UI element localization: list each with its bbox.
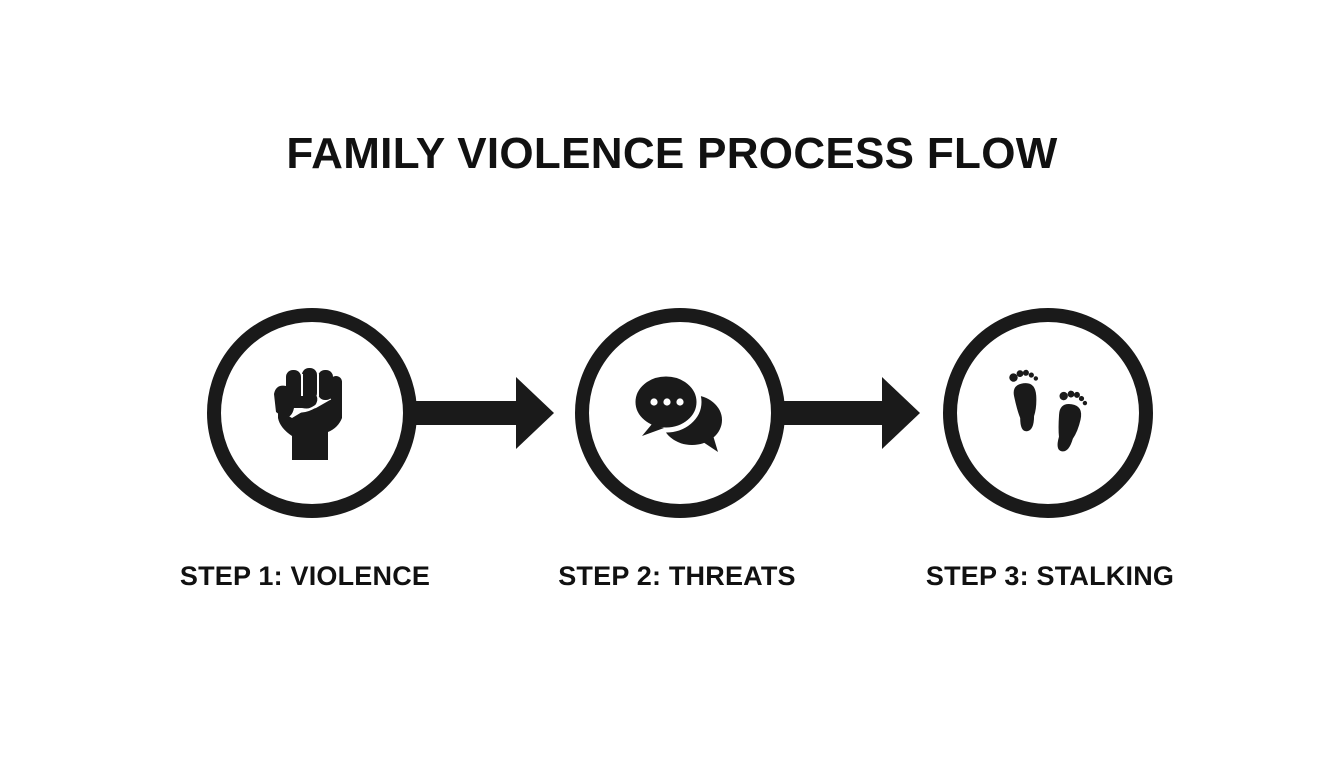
step-3-circle bbox=[943, 308, 1153, 518]
right-footprint bbox=[1057, 390, 1088, 452]
speech-bubbles-icon bbox=[630, 371, 722, 452]
step-3-label: STEP 3: STALKING bbox=[925, 561, 1175, 591]
flow-arrow-1 bbox=[400, 377, 554, 449]
step-3-node bbox=[943, 308, 1153, 518]
flow-arrow-2 bbox=[770, 377, 920, 449]
raised-fist-icon bbox=[274, 368, 342, 460]
step-2-label: STEP 2: THREATS bbox=[558, 561, 796, 591]
footprints-icon bbox=[1009, 369, 1088, 452]
step-1-label: STEP 1: VIOLENCE bbox=[179, 561, 431, 591]
diagram-title: FAMILY VIOLENCE PROCESS FLOW bbox=[286, 129, 1058, 178]
step-1-node bbox=[207, 308, 417, 518]
left-footprint bbox=[1009, 369, 1039, 432]
step-2-node bbox=[575, 308, 785, 518]
